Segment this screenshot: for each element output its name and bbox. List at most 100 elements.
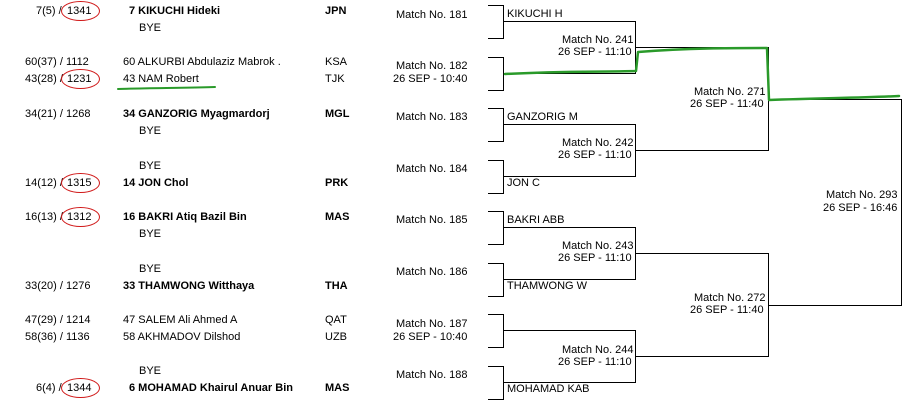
highlight-path bbox=[503, 46, 901, 102]
seed-rank: 60(37) / 1112 bbox=[25, 56, 89, 68]
bracket-line bbox=[503, 5, 504, 38]
bracket-line bbox=[503, 57, 504, 91]
bracket-line bbox=[488, 211, 504, 212]
seed-rank: 43(28) / bbox=[25, 73, 63, 85]
bracket-line bbox=[504, 21, 636, 22]
player-name: 47 SALEM Ali Ahmed A bbox=[123, 314, 238, 326]
annotation-circle bbox=[61, 378, 100, 398]
bracket-line bbox=[504, 382, 636, 383]
bracket-line bbox=[504, 330, 636, 331]
player-name: 6 MOHAMAD Khairul Anuar Bin bbox=[129, 382, 293, 394]
bracket-line bbox=[488, 314, 504, 315]
bracket-line bbox=[488, 57, 504, 58]
match-number: Match No. 186 bbox=[396, 266, 468, 278]
bracket-line bbox=[488, 141, 504, 142]
match-winner: KIKUCHI H bbox=[507, 8, 563, 20]
player-name: 60 ALKURBI Abdulaziz Mabrok . bbox=[123, 56, 281, 68]
player-name: 16 BAKRI Atiq Bazil Bin bbox=[123, 211, 247, 223]
annotation-circle bbox=[61, 207, 100, 227]
bracket-line bbox=[503, 211, 504, 245]
match-time: 26 SEP - 16:46 bbox=[823, 202, 898, 214]
player-name: 58 AKHMADOV Dilshod bbox=[123, 331, 241, 343]
match-number: Match No. 187 bbox=[396, 318, 468, 330]
bracket-line bbox=[488, 399, 504, 400]
match-number: Match No. 188 bbox=[396, 369, 468, 381]
player-name: 33 THAMWONG Witthaya bbox=[123, 280, 255, 292]
match-number: Match No. 243 bbox=[562, 240, 634, 252]
bye-label: BYE bbox=[139, 228, 162, 240]
match-winner: BAKRI ABB bbox=[507, 214, 565, 226]
bracket-line bbox=[504, 124, 636, 125]
match-number: Match No. 181 bbox=[396, 9, 468, 21]
bye-label: BYE bbox=[139, 22, 162, 34]
bracket-line bbox=[635, 227, 636, 280]
match-time: 26 SEP - 11:10 bbox=[558, 252, 632, 264]
bracket-line bbox=[901, 99, 902, 306]
bracket-line bbox=[488, 296, 504, 297]
bracket-line bbox=[488, 347, 504, 348]
bracket-line bbox=[488, 193, 504, 194]
seed-rank: 47(29) / 1214 bbox=[25, 314, 91, 326]
country-code: MAS bbox=[325, 382, 350, 394]
match-winner: THAMWONG W bbox=[507, 280, 588, 292]
bracket-line bbox=[504, 227, 636, 228]
country-code: KSA bbox=[325, 56, 348, 68]
match-time: 26 SEP - 11:10 bbox=[558, 356, 632, 368]
bye-label: BYE bbox=[139, 160, 162, 172]
bye-label: BYE bbox=[139, 263, 162, 275]
seed-rank: 58(36) / 1136 bbox=[25, 331, 90, 343]
seed-rank: 14(12) / bbox=[25, 177, 63, 189]
country-code: JPN bbox=[325, 5, 347, 17]
bracket-line bbox=[504, 73, 636, 74]
bracket-line bbox=[488, 108, 504, 109]
bracket-line bbox=[636, 356, 769, 357]
bracket-line bbox=[635, 124, 636, 177]
match-number: Match No. 184 bbox=[396, 163, 468, 175]
match-number: Match No. 241 bbox=[562, 34, 634, 46]
seed-rank: 16(13) / bbox=[25, 211, 63, 223]
country-code: TJK bbox=[325, 73, 345, 85]
annotation-circle bbox=[61, 173, 100, 193]
match-time: 26 SEP - 11:10 bbox=[558, 149, 632, 161]
match-number: Match No. 183 bbox=[396, 111, 468, 123]
match-number: Match No. 182 bbox=[396, 60, 468, 72]
match-number: Match No. 185 bbox=[396, 214, 468, 226]
bracket-line bbox=[769, 99, 902, 100]
seed-rank: 33(20) / 1276 bbox=[25, 280, 91, 292]
country-code: MGL bbox=[325, 108, 350, 120]
player-name: 43 NAM Robert bbox=[123, 73, 199, 85]
country-code: QAT bbox=[325, 314, 347, 326]
bracket-line bbox=[503, 108, 504, 142]
bracket-line bbox=[769, 305, 902, 306]
bracket-line bbox=[504, 279, 636, 280]
seed-rank: 6(4) / bbox=[36, 382, 62, 394]
seed-rank: 7(5) / bbox=[36, 5, 62, 17]
country-code: THA bbox=[325, 280, 348, 292]
country-code: UZB bbox=[325, 331, 347, 343]
bracket-line bbox=[503, 366, 504, 400]
bracket-line bbox=[488, 38, 504, 39]
annotation-circle bbox=[61, 69, 100, 89]
player-name: 7 KIKUCHI Hideki bbox=[129, 5, 221, 17]
match-winner: MOHAMAD KAB bbox=[507, 383, 590, 395]
bracket-line bbox=[636, 47, 769, 48]
bracket-line bbox=[488, 244, 504, 245]
bracket-line bbox=[504, 176, 636, 177]
bracket-line bbox=[488, 263, 504, 264]
bracket-line bbox=[488, 160, 504, 161]
bracket-line bbox=[488, 5, 504, 6]
match-number: Match No. 293 bbox=[826, 189, 898, 201]
bracket-line bbox=[768, 253, 769, 357]
country-code: PRK bbox=[325, 177, 349, 189]
bracket-line bbox=[503, 314, 504, 348]
seed-rank: 34(21) / 1268 bbox=[25, 108, 91, 120]
bracket-line bbox=[488, 366, 504, 367]
match-number: Match No. 244 bbox=[562, 344, 634, 356]
bracket-line bbox=[636, 253, 769, 254]
match-winner: JON C bbox=[507, 177, 540, 189]
highlight-underline bbox=[117, 86, 216, 90]
bracket-line bbox=[635, 21, 636, 74]
bracket-line bbox=[488, 90, 504, 91]
player-name: 34 GANZORIG Myagmardorj bbox=[123, 108, 270, 120]
